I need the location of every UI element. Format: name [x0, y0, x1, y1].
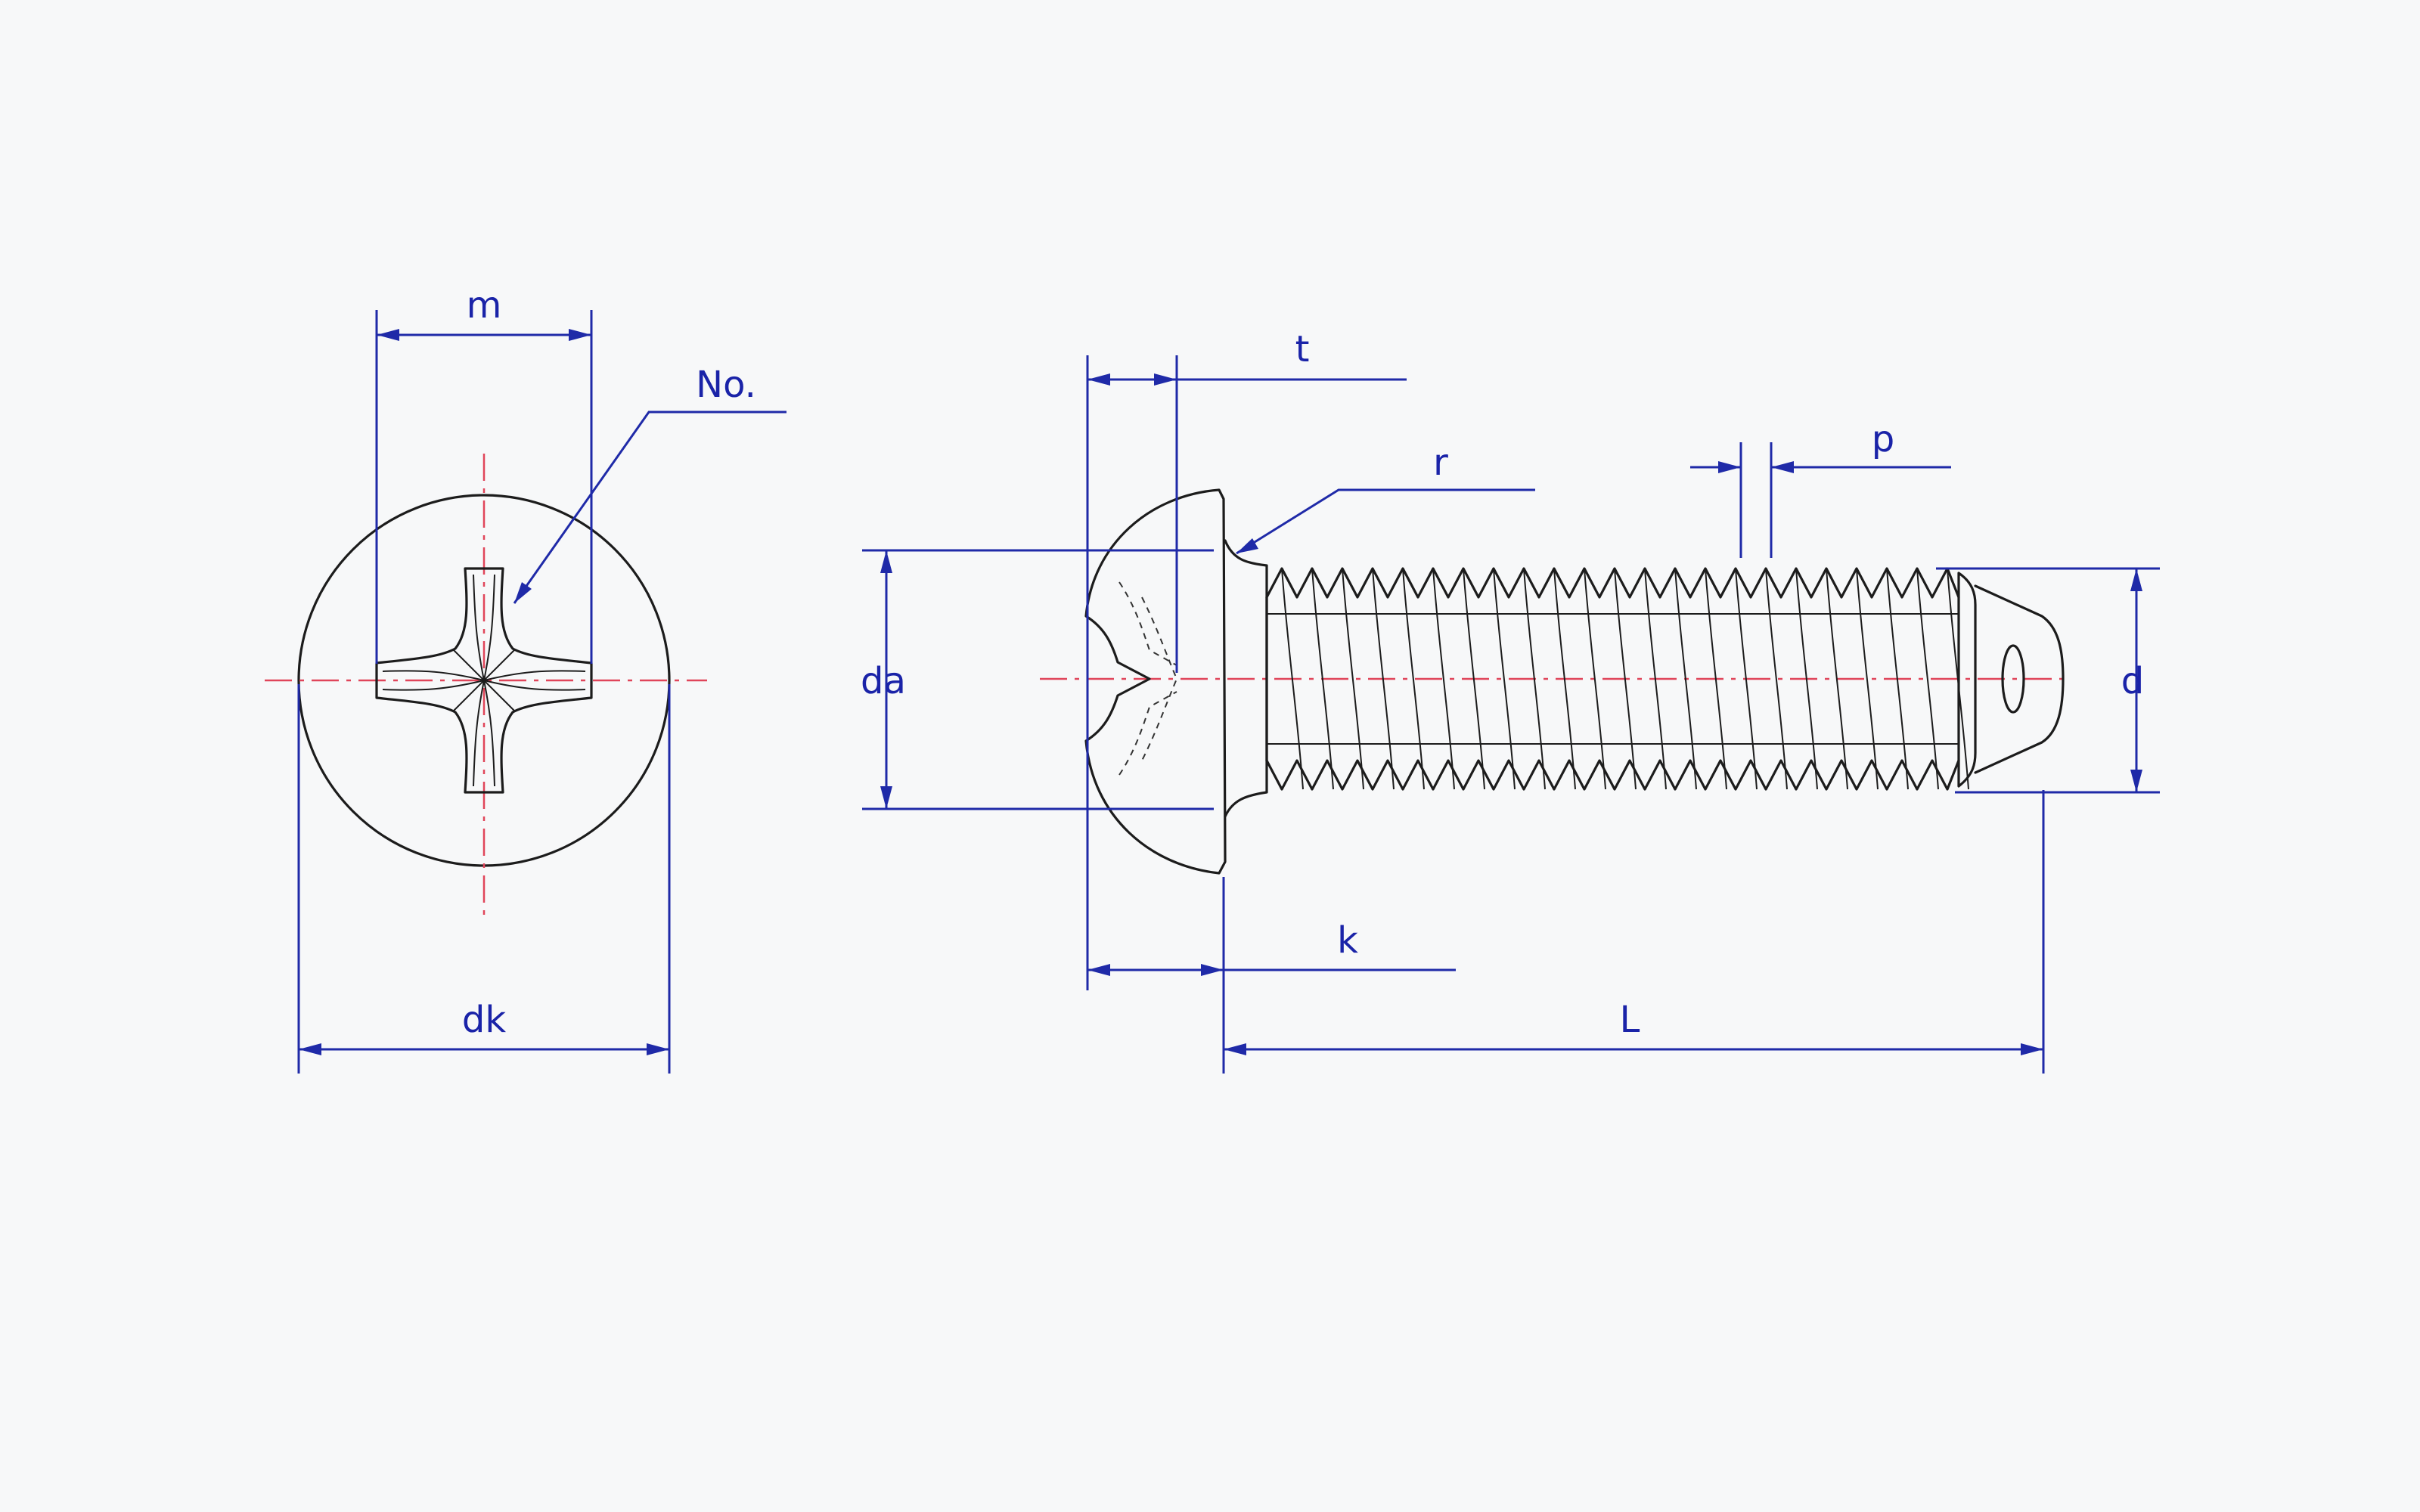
thread-flank-line [1614, 568, 1637, 790]
thread-flank-line [1523, 568, 1546, 790]
recess-diagonals [453, 649, 515, 711]
thread-bottom-profile [1265, 759, 1960, 791]
thread-flank-line [1311, 568, 1334, 790]
label-no: No. [696, 364, 756, 406]
thread-flank-line [1856, 568, 1879, 790]
t-arrow-left [1087, 373, 1110, 386]
r-leader-line [1236, 488, 1535, 555]
dk-arrow-left [299, 1043, 321, 1055]
k-arrow-right [1201, 964, 1224, 976]
thread-flank-line [1342, 568, 1364, 790]
thread-top-profile [1265, 567, 1960, 599]
d-arrow-bottom [2130, 770, 2142, 792]
label-m: m [467, 284, 502, 327]
label-k: k [1337, 919, 1358, 962]
thread-flank-line [1765, 568, 1788, 790]
screw-tip [1957, 572, 1977, 788]
thread-flank-line [1281, 568, 1304, 790]
thread-flank-line [1372, 568, 1395, 790]
tip-hole [2001, 644, 2025, 714]
front-view: m No. dk [265, 284, 786, 1074]
thread-flank-line [1432, 568, 1455, 790]
L-arrow-left [1224, 1043, 1246, 1055]
label-da: da [861, 660, 906, 702]
thread-flank-line [1584, 568, 1606, 790]
label-t: t [1295, 328, 1310, 370]
thread-flank-line [1886, 568, 1909, 790]
tip-cone [1974, 584, 2065, 774]
dk-arrow-right [647, 1043, 669, 1055]
thread-flank-line [1916, 568, 1939, 790]
label-dk: dk [462, 999, 506, 1041]
k-arrow-left [1087, 964, 1110, 976]
label-d: d [2121, 660, 2144, 702]
hidden-recess-upper [1118, 581, 1177, 666]
head-dome [1084, 488, 1227, 875]
r-leader-arrow [1236, 538, 1258, 553]
d-arrow-top [2130, 569, 2142, 591]
label-L: L [1620, 999, 1640, 1041]
thread-flank-line [1826, 568, 1848, 790]
phillips-recess-outline [375, 567, 593, 794]
label-r: r [1433, 442, 1448, 484]
thread-flank-line [1644, 568, 1667, 790]
thread-flank-line [1705, 568, 1727, 790]
no-leader-arrow [514, 582, 532, 603]
p-arrow-left [1718, 461, 1741, 473]
m-arrow-right [569, 329, 591, 341]
L-arrow-right [2021, 1043, 2043, 1055]
hidden-recess-lower [1118, 691, 1177, 776]
t-arrow-right [1154, 373, 1177, 386]
side-view: t r p da d k [861, 328, 2160, 1074]
thread-flank-line [1463, 568, 1485, 790]
m-arrow-left [377, 329, 399, 341]
thread-flank-line [1402, 568, 1425, 790]
thread-flank-line [1674, 568, 1697, 790]
label-p: p [1872, 418, 1894, 460]
da-arrow-bottom [880, 786, 892, 809]
p-arrow-right [1771, 461, 1794, 473]
da-arrow-top [880, 550, 892, 573]
thread-flank-line [1493, 568, 1516, 790]
thread-flank-line [1795, 568, 1818, 790]
thread-flank-line [1735, 568, 1758, 790]
thread-flank-line [1553, 568, 1576, 790]
no-leader-line [513, 411, 786, 604]
hidden-recess-inner [1141, 596, 1178, 761]
